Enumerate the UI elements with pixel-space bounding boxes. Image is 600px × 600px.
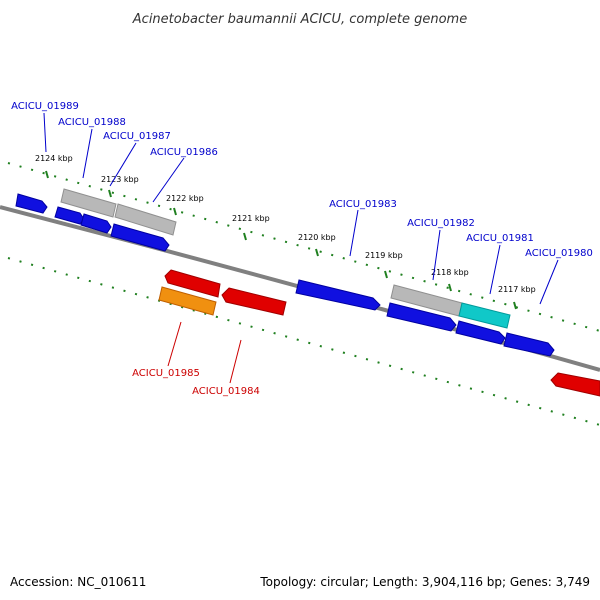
gene-hypothetical[interactable]	[114, 203, 177, 236]
kbp-label: 2118 kbp	[431, 268, 469, 277]
gene-label-forward[interactable]: ACICU_01980	[525, 248, 593, 259]
gene-arrow-forward[interactable]	[295, 279, 381, 311]
kbp-label: 2117 kbp	[498, 285, 536, 294]
gene-arrow-forward[interactable]	[80, 213, 112, 234]
kbp-label: 2122 kbp	[166, 194, 204, 203]
gene-arrow-forward[interactable]	[386, 302, 457, 332]
accession-text: Accession: NC_010611	[10, 575, 146, 589]
gene-arrow-reverse[interactable]	[221, 287, 287, 316]
gene-label-forward[interactable]: ACICU_01986	[150, 147, 218, 158]
kbp-label: 2124 kbp	[35, 154, 73, 163]
kbp-major-ticks	[45, 170, 517, 310]
kbp-label: 2121 kbp	[232, 214, 270, 223]
gene-arrow-reverse[interactable]	[164, 269, 221, 298]
gene-label-forward[interactable]: ACICU_01981	[466, 233, 534, 244]
gene-label-reverse[interactable]: ACICU_01984	[192, 386, 260, 397]
gene-arrow-forward[interactable]	[15, 193, 48, 214]
kbp-label: 2120 kbp	[298, 233, 336, 242]
forward-label-leaders	[43, 112, 559, 305]
gene-arrow-forward[interactable]	[455, 320, 506, 345]
gene-label-forward[interactable]: ACICU_01988	[58, 117, 126, 128]
map-title: Acinetobacter baumannii ACICU, complete …	[132, 12, 467, 27]
gene-label-forward[interactable]: ACICU_01982	[407, 218, 475, 229]
gene-label-forward[interactable]: ACICU_01987	[103, 131, 171, 142]
kbp-label: 2123 kbp	[101, 175, 139, 184]
gene-arrow-forward[interactable]	[110, 223, 170, 252]
gene-highlight[interactable]	[158, 286, 217, 316]
gene-arrow-forward[interactable]	[503, 332, 555, 357]
kbp-label: 2119 kbp	[365, 251, 403, 260]
gene-label-forward[interactable]: ACICU_01983	[329, 199, 397, 210]
gene-arrow-reverse[interactable]	[550, 372, 600, 397]
gene-label-reverse[interactable]: ACICU_01985	[132, 368, 200, 379]
reverse-label-leaders	[167, 321, 242, 384]
topology-summary: Topology: circular; Length: 3,904,116 bp…	[259, 575, 590, 589]
upper-tick-track	[7, 162, 600, 332]
gene-label-forward[interactable]: ACICU_01989	[11, 101, 79, 112]
gene-highlight[interactable]	[458, 302, 511, 329]
gene-hypothetical[interactable]	[60, 188, 117, 218]
